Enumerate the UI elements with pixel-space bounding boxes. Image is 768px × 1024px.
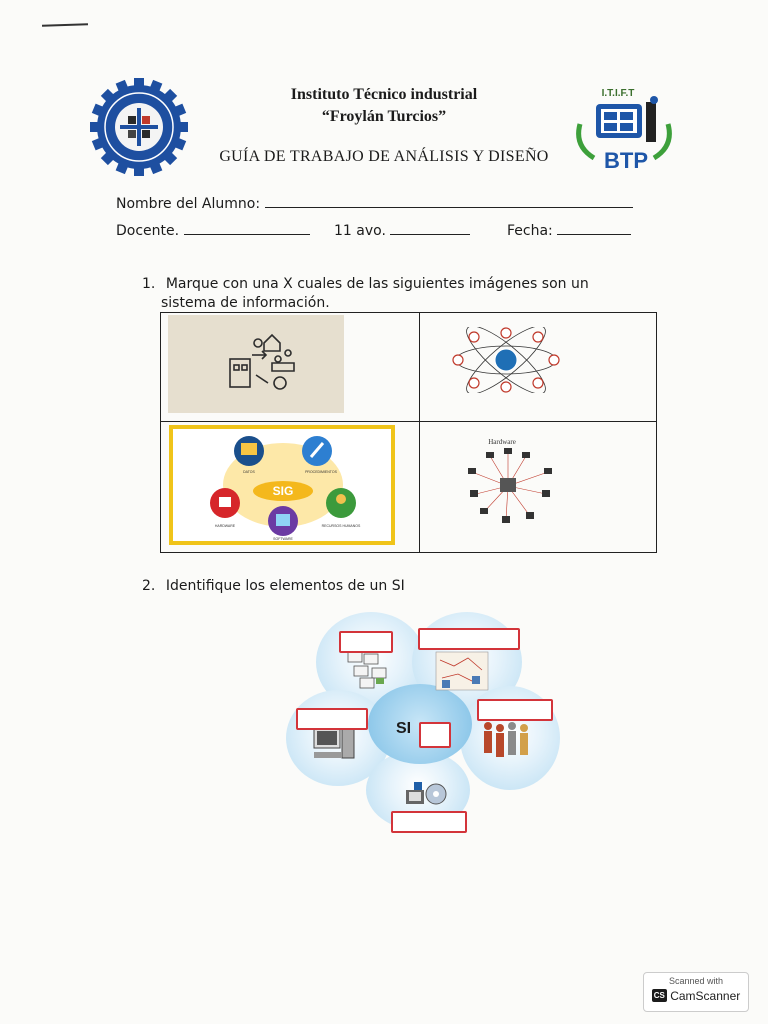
grade-line[interactable] [390,234,471,235]
scanned-with-text: Scanned with [668,976,724,986]
grade-label: 11 avo. [334,223,386,239]
question-1-text-line1: Marque con una X cuales de las siguiente… [165,276,589,292]
pen-mark [41,23,89,27]
question-2: 2. Identifique los elementos de un SI [142,577,405,596]
question-1-number: 1. [142,276,156,292]
camscanner-badge: Scanned with CS CamScanner [643,972,749,1012]
sig-image: SIG DATOS PROCEDIMIENTOS HARDWARE SOFTWA… [169,425,395,545]
teacher-line[interactable] [183,234,310,235]
date-label: Fecha: [507,223,553,239]
question-2-number: 2. [142,578,156,594]
question-1: 1. Marque con una X cuales de las siguie… [142,275,642,294]
hardware-network-image: Hardware [468,438,552,523]
institute-name: Instituto Técnico industrial [290,86,478,103]
page-title: GUÍA DE TRABAJO DE ANÁLISIS Y DISEÑO [219,148,549,165]
date-line[interactable] [557,234,632,235]
data-image [347,651,387,689]
date-row: Fecha: [507,223,632,239]
people-image [484,722,528,757]
btp-logo: I.T.I.F.T BTP [576,88,672,173]
sig-label: SIG [273,484,294,498]
answer-box-top-right[interactable] [418,628,520,650]
question-2-text: Identifique los elementos de un SI [165,578,405,594]
software-image [406,782,447,805]
hardware-title: Hardware [488,438,516,446]
btp-logo-top: I.T.I.F.T [602,88,635,99]
answer-box-left[interactable] [296,708,368,730]
grid-cell-2[interactable] [419,312,657,422]
globe-network-image [452,327,560,393]
grid-cell-1[interactable] [160,312,420,422]
answer-box-center[interactable] [419,722,451,748]
sig-part-datos: DATOS [243,470,255,474]
grid-cell-4[interactable]: Hardware [419,421,657,553]
question-1-line2: sistema de información. [161,295,330,311]
center-label: SI [396,720,412,737]
sig-part-recursos: RECURSOS HUMANOS [322,524,361,528]
institute-subtitle: “Froylán Turcios” [321,108,447,125]
sig-part-procedimientos: PROCEDIMIENTOS [305,470,337,474]
btp-logo-text: BTP [604,148,648,173]
institute-seal-logo [90,78,188,176]
hardware-image [313,725,355,759]
answer-box-bottom[interactable] [391,811,467,833]
answer-box-right[interactable] [477,699,553,721]
sig-part-software: SOFTWARE [273,537,293,541]
teacher-label: Docente. [116,223,180,239]
student-name-row: Nombre del Alumno: [116,196,633,212]
camscanner-row: CS CamScanner [644,988,748,1003]
answer-box-top-left[interactable] [339,631,393,653]
camscanner-icon: CS [651,989,667,1003]
image-grid: SIG DATOS PROCEDIMIENTOS HARDWARE SOFTWA… [160,312,657,553]
teacher-row: Docente. [116,223,310,239]
grade-row: 11 avo. [334,223,471,239]
grid-cell-3[interactable]: SIG DATOS PROCEDIMIENTOS HARDWARE SOFTWA… [160,421,420,553]
student-name-line[interactable] [264,207,633,208]
house-data-image [168,315,344,413]
camscanner-name: CamScanner [670,988,741,1003]
student-name-label: Nombre del Alumno: [116,196,261,212]
procedures-image [435,651,489,691]
sig-part-hardware: HARDWARE [215,524,236,528]
